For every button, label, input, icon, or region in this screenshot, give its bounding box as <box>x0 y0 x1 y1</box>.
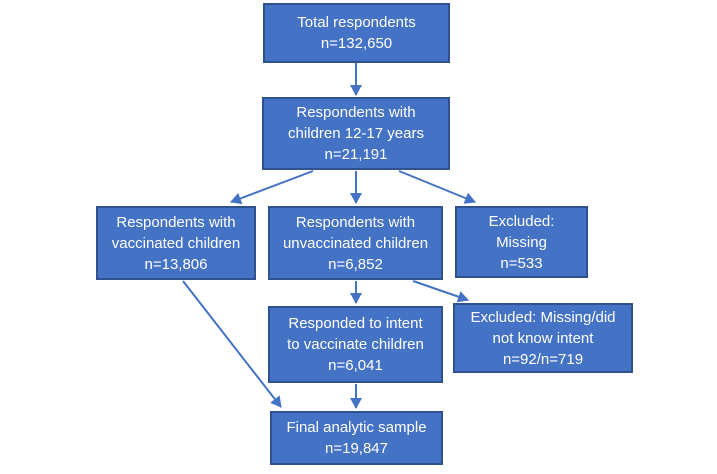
node-intent-to-vaccinate-count: n=6,041 <box>328 357 383 374</box>
node-unvaccinated-children: Respondents with unvaccinated children n… <box>268 206 443 280</box>
node-excluded-missing: Excluded: Missing n=533 <box>455 206 588 278</box>
node-children-12-17-count: n=21,191 <box>324 146 388 163</box>
node-unvaccinated-children-line: unvaccinated children <box>282 234 429 252</box>
node-excluded-missing-line: Missing <box>496 233 547 251</box>
node-intent-to-vaccinate-line: Responded to intent <box>288 315 423 332</box>
node-final-analytic-sample-line: Final analytic sample <box>286 419 427 436</box>
node-children-12-17-line: Respondents with <box>296 104 416 121</box>
node-unvaccinated-children-line: Respondents with <box>295 213 416 231</box>
node-vaccinated-children-line: vaccinated children <box>111 234 241 252</box>
node-vaccinated-children-line: Respondents with <box>116 213 236 231</box>
edge-children-to-vaccinated <box>230 170 314 205</box>
edge-children-to-excluded-missing <box>398 170 476 204</box>
node-intent-to-vaccinate-line: to vaccinate children <box>287 336 424 353</box>
node-total-respondents-line: Total respondents <box>297 14 416 31</box>
node-final-analytic-sample: Final analytic sample n=19,847 <box>270 411 443 465</box>
node-children-12-17: Respondents with children 12-17 years n=… <box>262 97 450 170</box>
node-intent-to-vaccinate: Responded to intent to vaccinate childre… <box>268 306 443 383</box>
node-children-12-17-line: children 12-17 years <box>288 125 424 142</box>
node-vaccinated-children-count: n=13,806 <box>144 255 208 273</box>
node-excluded-missing-intent-count: n=92/n=719 <box>502 350 584 368</box>
node-total-respondents-count: n=132,650 <box>320 35 393 52</box>
node-excluded-missing-count: n=533 <box>500 254 543 272</box>
node-excluded-missing-line: Excluded: <box>488 212 555 230</box>
node-excluded-missing-intent-line: Excluded: Missing/did <box>470 308 616 326</box>
node-vaccinated-children: Respondents with vaccinated children n=1… <box>96 206 256 280</box>
node-unvaccinated-children-count: n=6,852 <box>328 255 383 273</box>
edge-vaccinated-to-final <box>182 280 282 408</box>
edge-unvaccinated-to-excluded-intent <box>412 280 469 303</box>
node-excluded-missing-intent-line: not know intent <box>492 329 594 347</box>
node-total-respondents: Total respondents n=132,650 <box>263 3 450 63</box>
node-excluded-missing-intent: Excluded: Missing/did not know intent n=… <box>453 303 633 373</box>
node-final-analytic-sample-count: n=19,847 <box>325 440 388 457</box>
